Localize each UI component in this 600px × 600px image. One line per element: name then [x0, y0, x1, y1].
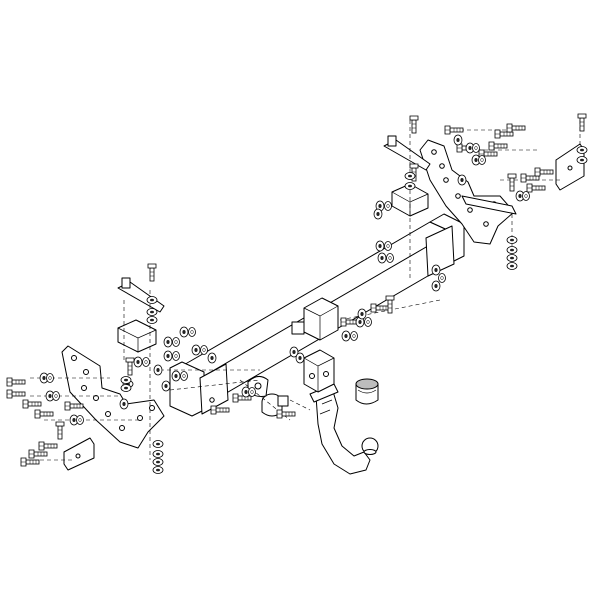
left-side-bracket: [61, 277, 165, 471]
socket-plate: [303, 349, 335, 393]
crossbar: [169, 213, 465, 417]
ball-cap: [355, 378, 379, 405]
